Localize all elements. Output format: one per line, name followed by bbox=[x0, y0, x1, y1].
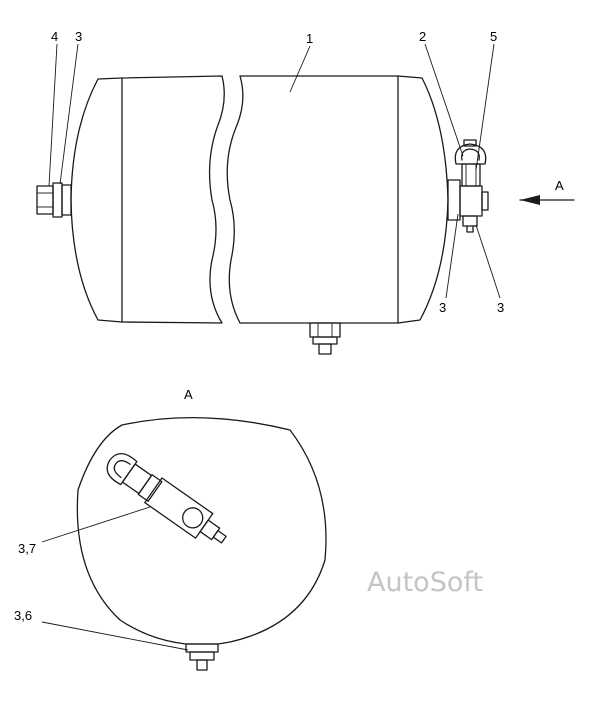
detail-title: A bbox=[184, 387, 193, 402]
air-tank bbox=[70, 75, 449, 324]
callout-3-7: 3,7 bbox=[18, 541, 36, 556]
callout-3-6: 3,6 bbox=[14, 608, 32, 623]
detail-leader-lines bbox=[41, 506, 189, 651]
callout-4: 4 bbox=[51, 29, 58, 44]
detail-outlet bbox=[185, 643, 219, 671]
callout-3-top: 3 bbox=[75, 29, 82, 44]
callout-2: 2 bbox=[419, 29, 426, 44]
detail-valve bbox=[106, 453, 227, 544]
callout-3-lower-left: 3 bbox=[439, 300, 446, 315]
callout-3-lower-right: 3 bbox=[497, 300, 504, 315]
view-arrow-label: A bbox=[555, 178, 564, 193]
leader-lines bbox=[48, 43, 501, 299]
callout-1: 1 bbox=[306, 31, 313, 46]
bottom-outlet bbox=[309, 322, 341, 355]
callout-5: 5 bbox=[490, 29, 497, 44]
drain-plug bbox=[36, 182, 72, 218]
valve-assembly bbox=[447, 139, 489, 233]
view-arrow bbox=[519, 195, 575, 205]
detail-end-view bbox=[76, 416, 327, 645]
watermark: AutoSoft bbox=[367, 567, 483, 598]
